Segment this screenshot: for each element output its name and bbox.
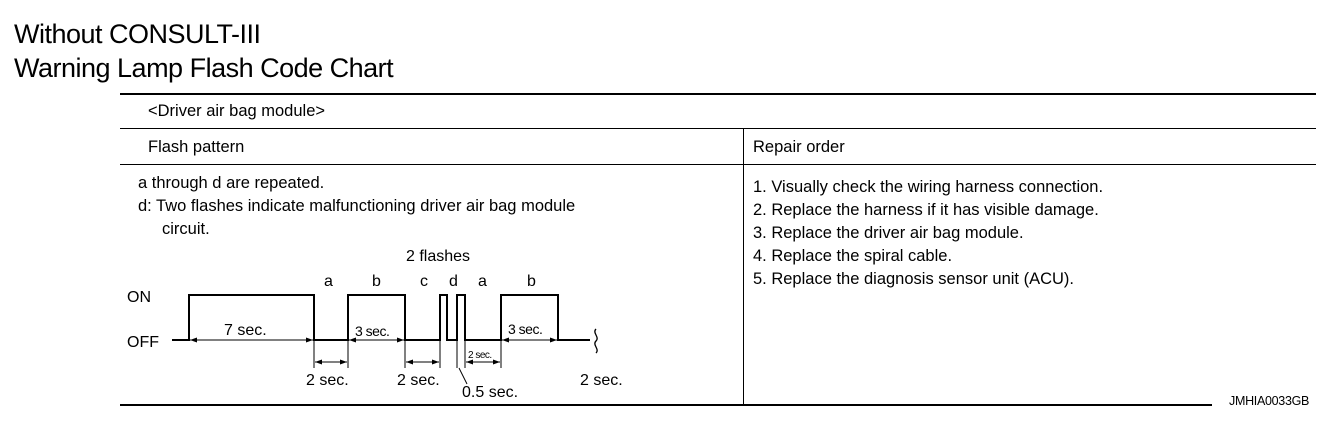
duration-7sec-label: 7 sec.	[224, 322, 267, 339]
column-header-repair-order: Repair order	[753, 138, 845, 156]
page-title-line1: Without CONSULT-III	[14, 19, 261, 49]
table-bottom-rule	[120, 404, 1212, 406]
segment-label-a: a	[478, 273, 487, 290]
section-label: <Driver air bag module>	[148, 102, 326, 120]
column-divider	[743, 129, 744, 405]
page-title-line2: Warning Lamp Flash Code Chart	[14, 53, 394, 83]
off-label: OFF	[127, 334, 159, 351]
on-label: ON	[127, 289, 151, 306]
duration-2sec-label: 2 sec.	[397, 372, 440, 389]
waveform-line	[172, 294, 590, 341]
description-line: d: Two flashes indicate malfunctioning d…	[138, 197, 576, 215]
segment-label-d: d	[449, 273, 458, 290]
segment-label-b: b	[372, 273, 381, 290]
duration-2sec-label: 2 sec.	[306, 372, 349, 389]
two-flashes-label: 2 flashes	[406, 248, 471, 265]
segment-label-b: b	[527, 273, 536, 290]
segment-label-a: a	[324, 273, 333, 290]
duration-2sec-small-label: 2 sec.	[468, 350, 492, 361]
repair-step: 5. Replace the diagnosis sensor unit (AC…	[753, 270, 1074, 288]
repair-step: 2. Replace the harness if it has visible…	[753, 201, 1099, 219]
section-divider	[120, 128, 1316, 129]
duration-3sec-label: 3 sec.	[508, 321, 543, 337]
duration-0-5sec-label: 0.5 sec.	[462, 384, 519, 401]
segment-label-c: c	[420, 273, 428, 290]
table-top-rule	[120, 93, 1316, 95]
repair-step: 4. Replace the spiral cable.	[753, 247, 953, 265]
header-divider	[120, 164, 1316, 165]
break-mark	[594, 328, 598, 354]
description-line: a through d are repeated.	[138, 174, 325, 192]
duration-2sec-label: 2 sec.	[580, 372, 623, 389]
figure-reference-code: JMHIA0033GB	[1229, 394, 1310, 408]
half-sec-leader	[458, 367, 468, 385]
repair-step: 3. Replace the driver air bag module.	[753, 224, 1024, 242]
description-line: circuit.	[162, 220, 210, 238]
column-header-flash-pattern: Flash pattern	[148, 138, 245, 156]
duration-3sec-label: 3 sec.	[355, 323, 390, 339]
repair-step: 1. Visually check the wiring harness con…	[753, 178, 1104, 196]
